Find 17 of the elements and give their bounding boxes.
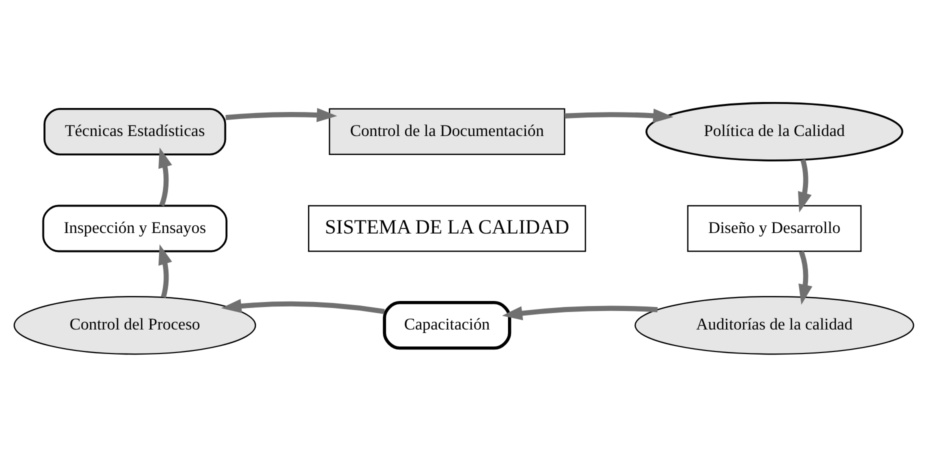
- node-box: SISTEMA DE LA CALIDAD: [308, 205, 586, 252]
- node-ellipse: Control del Proceso: [14, 296, 256, 355]
- arrow: [502, 306, 658, 320]
- node-ellipse: Política de la Calidad: [645, 102, 904, 162]
- node-ellipse: Auditorías de la calidad: [634, 296, 914, 355]
- arrow: [564, 108, 674, 123]
- node-box: Capacitación: [382, 301, 512, 350]
- arrow: [226, 108, 338, 122]
- node-box: Inspección y Ensayos: [42, 204, 228, 252]
- arrow: [158, 244, 172, 298]
- node-box: Control de la Documentación: [328, 108, 566, 156]
- arrow: [798, 250, 812, 305]
- node-box: Diseño y Desarrollo: [687, 205, 862, 252]
- node-box: Técnicas Estadísticas: [44, 108, 226, 156]
- arrow: [158, 147, 172, 206]
- arrow: [221, 298, 385, 314]
- arrow: [798, 159, 812, 213]
